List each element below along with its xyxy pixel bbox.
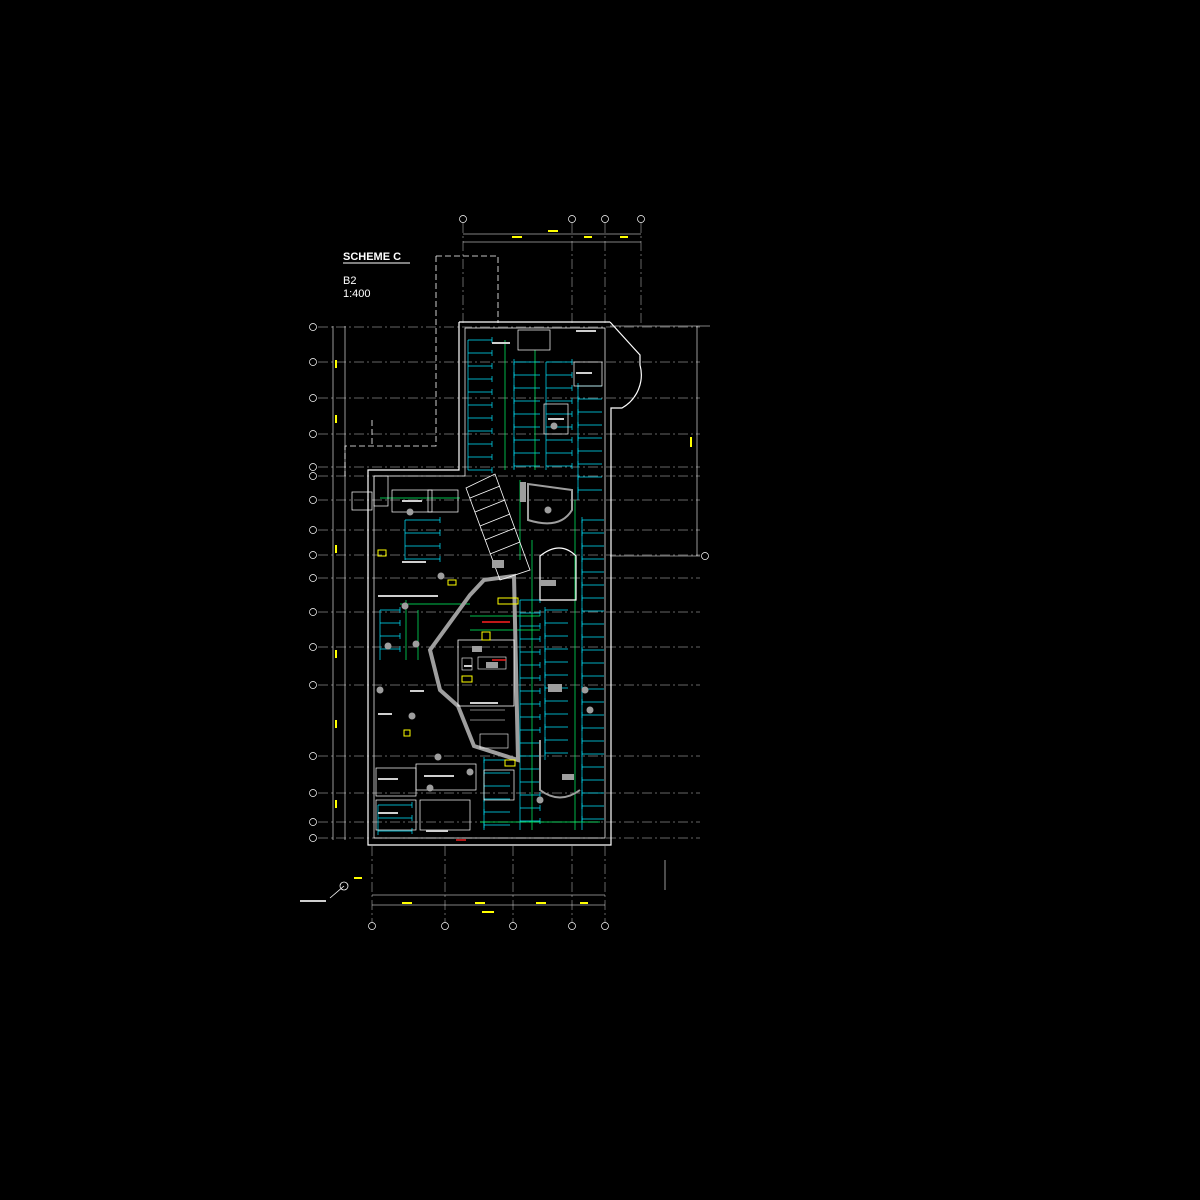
rooms [351, 329, 603, 831]
grid-bubble-col [568, 922, 576, 930]
grid-bubble-row [309, 496, 317, 504]
fixture-marker [536, 796, 544, 804]
fixture-marker [434, 753, 442, 761]
grid-bubbles [309, 215, 709, 930]
level-label: B2 [343, 275, 356, 287]
column-block [472, 646, 482, 652]
column-block [548, 684, 562, 692]
fixture-marker [406, 508, 414, 516]
grid-bubble-row [701, 552, 709, 560]
grid-lines [318, 223, 710, 922]
fixture-marker [586, 706, 594, 714]
grid-bubble-row [309, 574, 317, 582]
fixture-marker [581, 686, 589, 694]
dimension-text-marks [335, 230, 692, 913]
grid-bubble-col [601, 215, 609, 223]
grid-bubble-row [309, 643, 317, 651]
column-block [540, 580, 556, 586]
dimension-lines [332, 233, 698, 906]
property-line [344, 255, 499, 476]
grid-bubble-row [309, 834, 317, 842]
scale-label: 1:400 [343, 288, 371, 300]
grid-bubble-row [309, 358, 317, 366]
grid-bubble-col [601, 922, 609, 930]
fixture-marker [550, 422, 558, 430]
parking-layout [377, 337, 604, 835]
fixture-marker [466, 768, 474, 776]
fixture-marker [412, 640, 420, 648]
grid-bubble-row [309, 752, 317, 760]
fixtures [376, 422, 594, 804]
room-label-marks [300, 330, 596, 902]
grid-bubble-row [309, 323, 317, 331]
fixture-marker [408, 712, 416, 720]
fixture-marker [437, 572, 445, 580]
building-outline [367, 321, 642, 846]
grid-bubble-row [309, 789, 317, 797]
grid-bubble-row [309, 608, 317, 616]
core-area [377, 549, 521, 841]
fixture-marker [401, 602, 409, 610]
fixture-marker [376, 686, 384, 694]
fixture-marker [544, 506, 552, 514]
title-block: SCHEME C B2 1:400 [343, 251, 410, 300]
grid-bubble-row [309, 818, 317, 826]
grid-bubble-col [368, 922, 376, 930]
fixture-marker [384, 642, 392, 650]
grid-bubble-row [309, 463, 317, 471]
column-block [520, 482, 526, 502]
grid-bubble-row [309, 681, 317, 689]
grid-bubble-col [441, 922, 449, 930]
column-block [562, 774, 574, 780]
grid-bubble-col [509, 922, 517, 930]
grid-bubble-col [637, 215, 645, 223]
grid-bubble-row [309, 472, 317, 480]
grid-bubble-row [309, 394, 317, 402]
grid-bubble-col [568, 215, 576, 223]
column-block [486, 662, 498, 668]
fixture-marker [426, 784, 434, 792]
north-marker [329, 881, 349, 899]
ramps [465, 473, 581, 799]
grid-bubble-col [459, 215, 467, 223]
column-block [492, 560, 504, 568]
scheme-title: SCHEME C [343, 251, 401, 263]
grid-bubble-row [309, 551, 317, 559]
grid-bubble-row [309, 526, 317, 534]
grid-bubble-row [309, 430, 317, 438]
